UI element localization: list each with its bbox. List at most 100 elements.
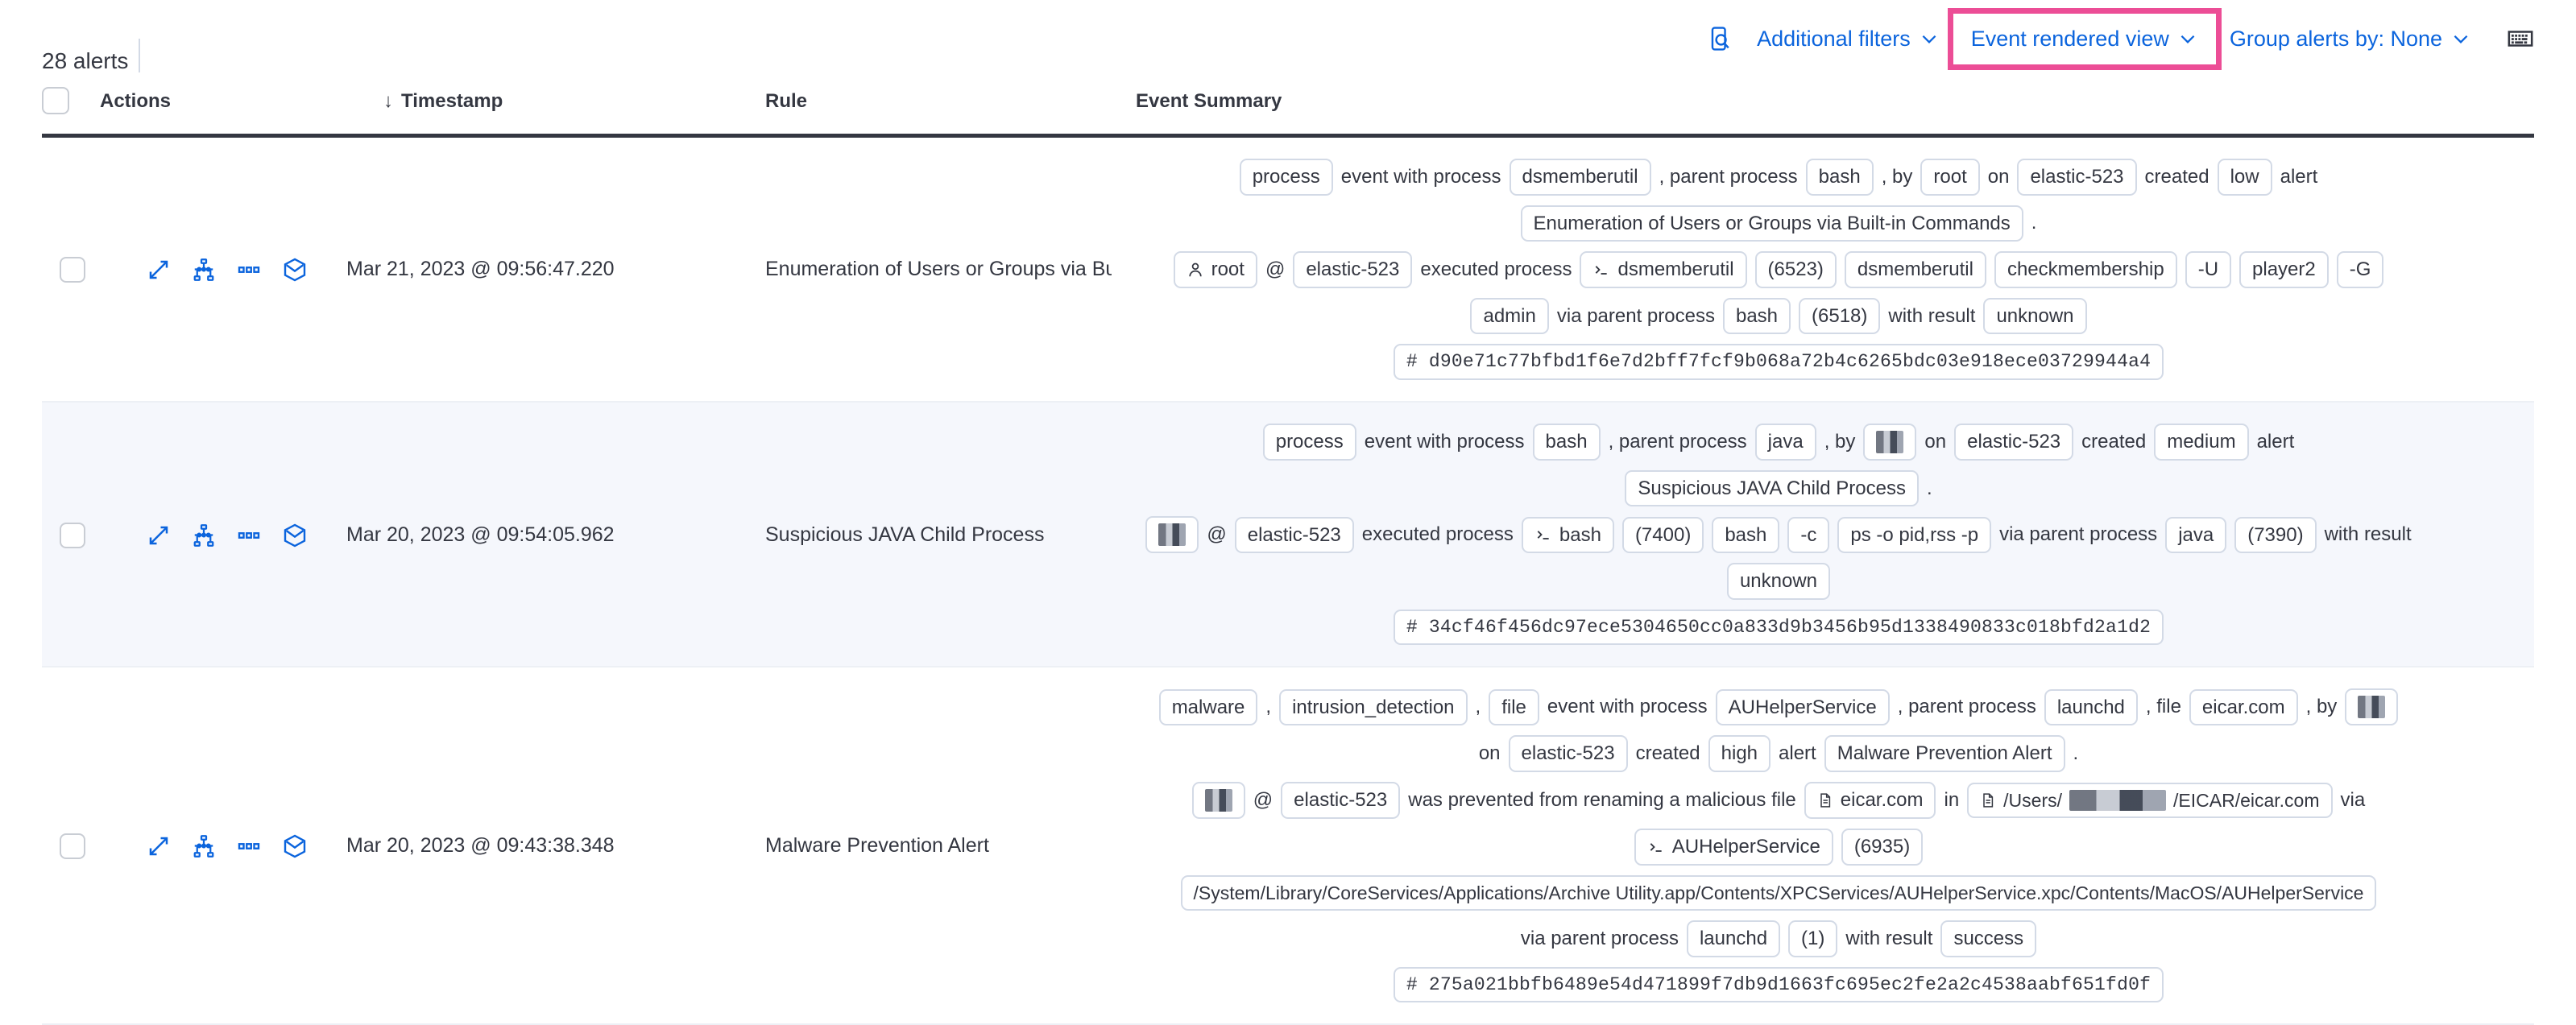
summary-badge[interactable]: root	[1920, 159, 1980, 196]
redacted-badge[interactable]	[1863, 423, 1917, 461]
summary-text: event with process	[1340, 165, 1501, 188]
summary-badge[interactable]: low	[2217, 159, 2272, 196]
redacted-badge[interactable]	[1145, 516, 1199, 554]
summary-badge[interactable]: launchd	[2044, 688, 2138, 726]
summary-badge[interactable]: medium	[2154, 424, 2249, 461]
expand-icon[interactable]	[147, 258, 171, 282]
summary-badge[interactable]: elastic-523	[1508, 735, 1628, 773]
summary-badge[interactable]: root	[1173, 251, 1257, 288]
column-header-timestamp[interactable]: ↓ Timestamp	[383, 90, 503, 113]
redacted-badge[interactable]	[2345, 688, 2399, 726]
more-actions-icon[interactable]	[237, 258, 261, 282]
summary-badge[interactable]: eicar.com	[1804, 782, 1936, 819]
session-view-icon[interactable]	[282, 523, 308, 548]
keyboard-icon[interactable]	[2507, 25, 2534, 52]
summary-badge-label: dsmemberutil	[1522, 166, 1638, 188]
summary-badge[interactable]: AUHelperService	[1634, 829, 1833, 866]
summary-badge[interactable]: java	[1754, 424, 1816, 461]
file-path-badge[interactable]: /Users//EICAR/eicar.com	[1967, 782, 2333, 819]
summary-text: .	[2031, 212, 2037, 234]
summary-badge[interactable]: (6523)	[1754, 251, 1837, 288]
event-hash-badge[interactable]: # d90e71c77bfbd1f6e7d2bff7fcf9b068a72b4c…	[1393, 344, 2164, 380]
summary-badge[interactable]: launchd	[1686, 920, 1781, 957]
summary-badge[interactable]: Malware Prevention Alert	[1824, 735, 2065, 773]
summary-badge[interactable]: -c	[1787, 516, 1830, 554]
summary-badge[interactable]: (6935)	[1841, 829, 1924, 866]
summary-badge[interactable]: -U	[2185, 251, 2232, 288]
summary-badge[interactable]: malware	[1158, 688, 1258, 726]
rule-cell[interactable]: Suspicious JAVA Child Process	[765, 523, 1045, 546]
event-hash-badge[interactable]: # 34cf46f456dc97ece5304650cc0a833d9b3456…	[1393, 610, 2164, 646]
summary-badge[interactable]: unknown	[1983, 297, 2087, 335]
summary-badge[interactable]: bash	[1722, 297, 1791, 335]
summary-badge[interactable]: file	[1489, 688, 1539, 726]
column-header-rule[interactable]: Rule	[765, 90, 808, 112]
redacted-badge[interactable]	[1191, 782, 1245, 820]
analyzer-icon[interactable]	[192, 834, 216, 858]
column-header-actions[interactable]: Actions	[100, 90, 172, 112]
group-alerts-by-dropdown[interactable]: Group alerts by: None	[2230, 27, 2471, 52]
select-all-checkbox[interactable]	[42, 87, 69, 114]
event-summary-line: # 34cf46f456dc97ece5304650cc0a833d9b3456…	[1047, 610, 2510, 646]
summary-badge[interactable]: dsmemberutil	[1580, 251, 1747, 288]
rule-cell[interactable]: Enumeration of Users or Groups via Bui	[765, 258, 1112, 281]
summary-badge[interactable]: Suspicious JAVA Child Process	[1625, 469, 1919, 507]
summary-badge[interactable]: process	[1239, 159, 1333, 196]
summary-badge[interactable]: player2	[2239, 251, 2329, 288]
summary-badge[interactable]: elastic-523	[1234, 516, 1354, 554]
summary-badge[interactable]: process	[1262, 424, 1356, 461]
summary-badge[interactable]: -G	[2336, 251, 2384, 288]
summary-badge-label: (1)	[1801, 928, 1825, 950]
expand-icon[interactable]	[147, 834, 171, 858]
expand-icon[interactable]	[147, 523, 171, 548]
summary-badge[interactable]: Enumeration of Users or Groups via Built…	[1520, 205, 2023, 242]
summary-text: alert	[2256, 430, 2295, 453]
summary-badge[interactable]: (1)	[1788, 920, 1838, 957]
analyzer-icon[interactable]	[192, 523, 216, 548]
event-rendered-view-dropdown[interactable]: Event rendered view	[1971, 27, 2198, 52]
additional-filters-dropdown[interactable]: Additional filters	[1757, 27, 1940, 52]
summary-badge[interactable]: intrusion_detection	[1279, 688, 1468, 726]
summary-badge[interactable]: success	[1940, 920, 2037, 957]
summary-badge[interactable]: checkmembership	[1994, 251, 2177, 288]
summary-badge[interactable]: eicar.com	[2189, 688, 2298, 726]
summary-badge[interactable]: AUHelperService	[1715, 688, 1890, 726]
more-actions-icon[interactable]	[237, 523, 261, 548]
session-view-icon[interactable]	[282, 833, 308, 859]
summary-text: alert	[2280, 165, 2318, 188]
summary-badge[interactable]: elastic-523	[1281, 782, 1401, 819]
summary-badge[interactable]: dsmemberutil	[1509, 159, 1651, 196]
summary-badge[interactable]: (7400)	[1621, 516, 1704, 554]
summary-badge[interactable]: elastic-523	[2017, 159, 2137, 196]
summary-badge[interactable]: elastic-523	[1293, 251, 1413, 288]
inspect-query-icon[interactable]	[1708, 25, 1736, 52]
summary-badge[interactable]: (7390)	[2234, 516, 2317, 554]
event-hash-badge[interactable]: # 275a021bbfb6489e54d471899f7db9d1663fc6…	[1393, 966, 2164, 1003]
summary-badge-label: player2	[2252, 258, 2316, 281]
summary-badge[interactable]: bash	[1521, 516, 1614, 554]
summary-badge[interactable]: java	[2165, 516, 2227, 554]
summary-badge[interactable]: bash	[1532, 424, 1601, 461]
summary-badge[interactable]: elastic-523	[1954, 424, 2074, 461]
row-select-checkbox[interactable]	[60, 522, 85, 548]
row-select-checkbox[interactable]	[60, 257, 85, 283]
summary-badge[interactable]: unknown	[1726, 563, 1831, 600]
analyzer-icon[interactable]	[192, 258, 216, 282]
summary-badge[interactable]: /System/Library/CoreServices/Application…	[1180, 874, 2377, 911]
summary-badge[interactable]: (6518)	[1799, 297, 1881, 335]
summary-badge[interactable]: dsmemberutil	[1844, 251, 1986, 288]
alert-count-label: 28 alerts	[42, 48, 129, 73]
rule-cell[interactable]: Malware Prevention Alert	[765, 834, 989, 858]
column-header-event-summary[interactable]: Event Summary	[1136, 90, 1282, 112]
summary-badge[interactable]: ps -o pid,rss -p	[1837, 516, 1992, 554]
summary-badge[interactable]: high	[1708, 735, 1771, 773]
row-select-checkbox[interactable]	[60, 833, 85, 860]
session-view-icon[interactable]	[282, 257, 308, 283]
summary-badge[interactable]: bash	[1805, 159, 1874, 196]
summary-badge[interactable]: admin	[1470, 297, 1549, 335]
more-actions-icon[interactable]	[237, 834, 261, 858]
summary-badge[interactable]: bash	[1712, 516, 1780, 554]
